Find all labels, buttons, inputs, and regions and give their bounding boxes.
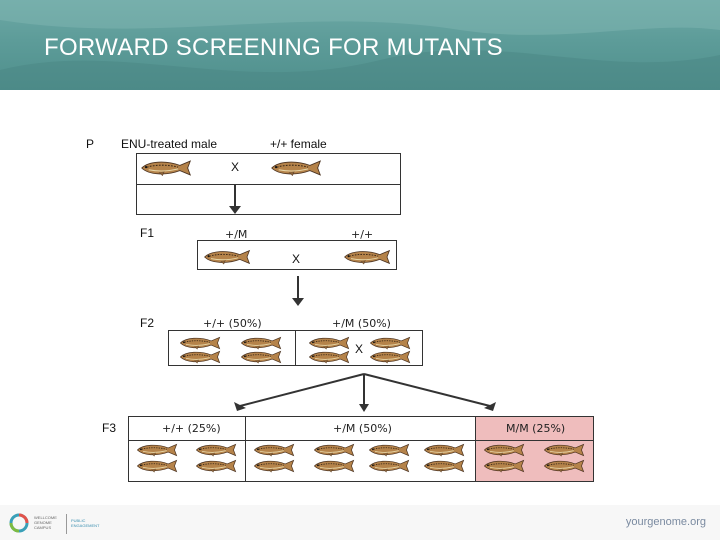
arrow-f2-f3-branches bbox=[234, 373, 496, 412]
zebrafish-icon bbox=[237, 336, 285, 355]
zebrafish-icon bbox=[305, 336, 353, 355]
site-link[interactable]: yourgenome.org bbox=[625, 516, 706, 528]
label-f3-het: +/M (50%) bbox=[333, 422, 392, 435]
wellcome-logo-icon bbox=[9, 513, 29, 533]
zebrafish-icon bbox=[420, 443, 468, 462]
f1-box bbox=[197, 240, 397, 270]
label-f3-mutant: M/M (25%) bbox=[506, 422, 566, 435]
zebrafish-icon bbox=[310, 459, 358, 478]
footer bbox=[0, 505, 720, 540]
zebrafish-icon bbox=[310, 443, 358, 462]
zebrafish-icon bbox=[250, 459, 298, 478]
arrow-f1-f2 bbox=[297, 276, 299, 300]
logo-divider bbox=[66, 514, 67, 534]
label-f2-wt: +/+ (50%) bbox=[203, 317, 262, 330]
gen-label-f2: F2 bbox=[140, 316, 155, 330]
zebrafish-icon bbox=[366, 336, 414, 355]
gen-label-p: P bbox=[86, 137, 95, 151]
arrowhead-f1-f2 bbox=[292, 298, 304, 306]
zebrafish-icon bbox=[203, 249, 251, 270]
zebrafish-icon bbox=[480, 459, 528, 478]
zebrafish-icon bbox=[176, 336, 224, 355]
cross-symbol-p: X bbox=[231, 160, 240, 174]
gen-label-f1: F1 bbox=[140, 226, 155, 240]
label-f1-mutant: +/M bbox=[225, 228, 248, 241]
arrow-p-f1 bbox=[234, 185, 236, 211]
p-divider bbox=[136, 214, 401, 215]
f3-header-divider bbox=[128, 440, 594, 441]
page-title: FORWARD SCREENING FOR MUTANTS bbox=[44, 34, 503, 61]
zebrafish-icon bbox=[343, 249, 391, 270]
cross-symbol-f2: X bbox=[355, 342, 364, 356]
cross-symbol-f1: X bbox=[292, 252, 301, 266]
zebrafish-icon bbox=[133, 443, 181, 462]
label-f1-wt: +/+ bbox=[351, 228, 374, 241]
label-wt-female: +/+ female bbox=[270, 137, 327, 151]
zebrafish-icon bbox=[365, 459, 413, 478]
zebrafish-icon bbox=[176, 350, 224, 369]
p-side-right bbox=[400, 185, 401, 214]
zebrafish-icon bbox=[540, 459, 588, 478]
zebrafish-icon bbox=[305, 350, 353, 369]
label-enu-male: ENU-treated male bbox=[121, 137, 218, 151]
zebrafish-icon bbox=[192, 443, 240, 462]
p-side-left bbox=[136, 185, 137, 214]
zebrafish-icon bbox=[365, 443, 413, 462]
zebrafish-icon bbox=[192, 459, 240, 478]
zebrafish-icon bbox=[250, 443, 298, 462]
zebrafish-icon bbox=[540, 443, 588, 462]
label-f2-het: +/M (50%) bbox=[332, 317, 391, 330]
p-box bbox=[136, 153, 401, 185]
header-banner bbox=[0, 0, 720, 90]
label-f3-wt: +/+ (25%) bbox=[162, 422, 221, 435]
zebrafish-icon bbox=[420, 459, 468, 478]
zebrafish-icon bbox=[480, 443, 528, 462]
header-wave-decoration bbox=[0, 0, 720, 90]
zebrafish-icon bbox=[366, 350, 414, 369]
gen-label-f3: F3 bbox=[102, 421, 117, 435]
arrowhead-p-f1 bbox=[229, 206, 241, 214]
zebrafish-icon bbox=[140, 159, 192, 182]
zebrafish-icon bbox=[237, 350, 285, 369]
zebrafish-icon bbox=[133, 459, 181, 478]
f2-divider bbox=[295, 330, 296, 366]
zebrafish-icon bbox=[270, 159, 322, 182]
